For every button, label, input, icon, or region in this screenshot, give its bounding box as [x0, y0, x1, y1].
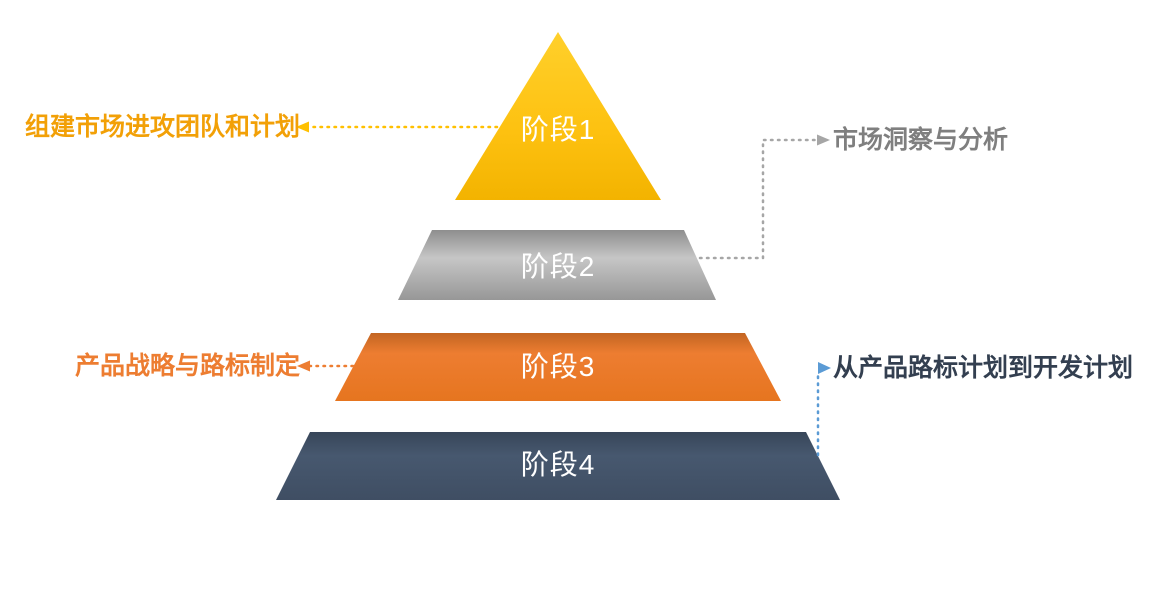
stage-2-shape: [398, 230, 716, 300]
stage-2-label: 阶段2: [520, 251, 596, 282]
annotation-right-bottom: 从产品路标计划到开发计划: [833, 354, 1134, 382]
stage-4-shape: [276, 432, 840, 500]
annotation-left-top: 组建市场进攻团队和计划: [24, 113, 300, 141]
connector-stage2-arrow-icon: [817, 134, 830, 146]
connector-stage2-line: [698, 138, 819, 260]
annotation-right-top: 市场洞察与分析: [833, 126, 1009, 154]
annotation-left-mid: 产品战略与路标制定: [74, 352, 300, 380]
stage-1-label: 阶段1: [520, 114, 596, 145]
stage-1-shape: [455, 32, 661, 200]
connector-stage1-arrow-icon: [296, 121, 309, 133]
connector-stage3-arrow-icon: [297, 360, 310, 372]
stage-4-label: 阶段4: [520, 449, 596, 480]
connector-stage4-arrow-icon: [818, 362, 831, 374]
stage-3-label: 阶段3: [520, 351, 596, 382]
stage-3-shape: [335, 333, 781, 401]
